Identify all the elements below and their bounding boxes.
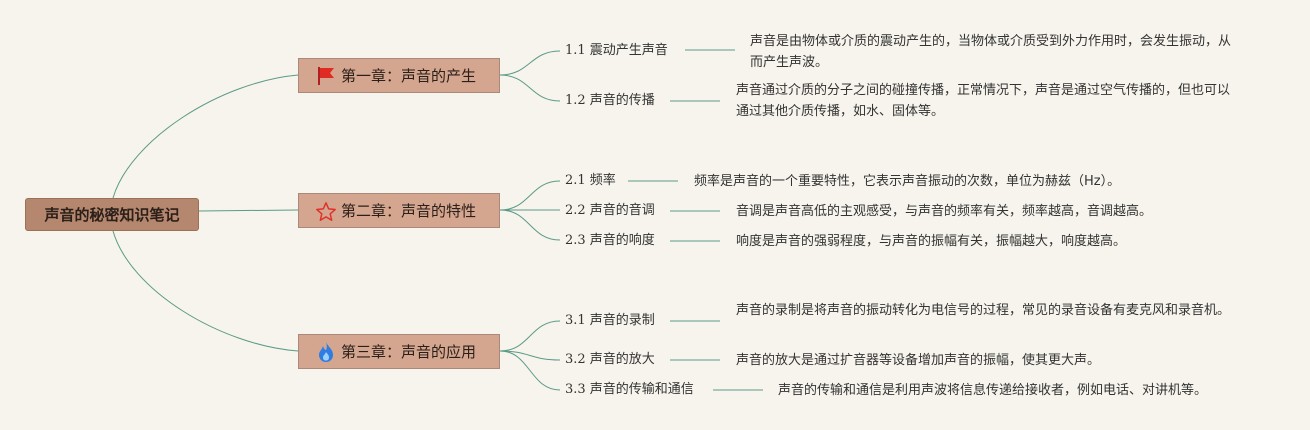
topic-label[interactable]: 1.2 声音的传播	[565, 93, 655, 108]
chapter-title: 第二章：声音的特性	[341, 202, 477, 220]
topic-note: 频率是声音的一个重要特性，它表示声音振动的次数，单位为赫兹（Hz）。	[694, 174, 1121, 189]
topic-note: 声音通过介质的分子之间的碰撞传播，正常情况下，声音是通过空气传播的，但也可以通过…	[736, 83, 1231, 119]
chapter-node-1[interactable]: 第一章：声音的产生	[298, 58, 500, 93]
topic-label[interactable]: 2.1 频率	[565, 173, 616, 188]
topic-note: 响度是声音的强弱程度，与声音的振幅有关，振幅越大，响度越高。	[736, 234, 1127, 249]
star-icon	[315, 200, 337, 222]
chapter-title: 第三章：声音的应用	[341, 343, 477, 361]
topic-label[interactable]: 3.1 声音的录制	[565, 313, 655, 328]
chapter-node-3[interactable]: 第三章：声音的应用	[298, 334, 500, 369]
topic-label[interactable]: 3.3 声音的传输和通信	[565, 382, 694, 397]
flag-icon	[315, 65, 337, 87]
root-title: 声音的秘密知识笔记	[44, 206, 180, 224]
chapter-node-2[interactable]: 第二章：声音的特性	[298, 193, 500, 228]
topic-label[interactable]: 2.3 声音的响度	[565, 233, 655, 248]
topic-note: 声音的传输和通信是利用声波将信息传递给接收者，例如电话、对讲机等。	[778, 383, 1208, 398]
root-node[interactable]: 声音的秘密知识笔记	[25, 198, 199, 231]
topic-note: 声音的放大是通过扩音器等设备增加声音的振幅，使其更大声。	[736, 353, 1101, 368]
topic-note: 声音的录制是将声音的振动转化为电信号的过程，常见的录音设备有麦克风和录音机。	[736, 303, 1231, 318]
topic-note: 音调是声音高低的主观感受，与声音的频率有关，频率越高，音调越高。	[736, 204, 1153, 219]
chapter-title: 第一章：声音的产生	[341, 67, 477, 85]
topic-label[interactable]: 1.1 震动产生声音	[565, 43, 668, 58]
topic-label[interactable]: 3.2 声音的放大	[565, 352, 655, 367]
topic-note: 声音是由物体或介质的震动产生的，当物体或介质受到外力作用时，会发生振动，从而产生…	[750, 34, 1232, 70]
topic-label[interactable]: 2.2 声音的音调	[565, 203, 655, 218]
fire-icon	[315, 341, 337, 363]
